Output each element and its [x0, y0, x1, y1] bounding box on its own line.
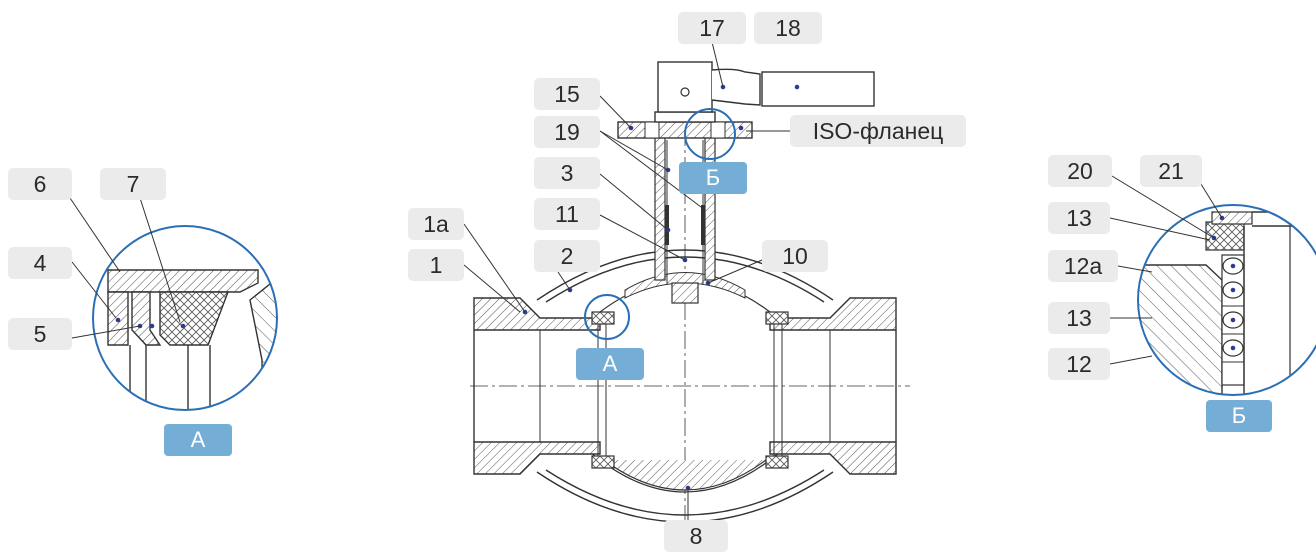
part-label-17: 17 [678, 12, 746, 44]
part-label-13-top: 13 [1048, 202, 1110, 234]
part-label-18: 18 [754, 12, 822, 44]
detail-a-view [69, 197, 278, 411]
part-label-1: 1 [408, 249, 464, 281]
part-label-5: 5 [8, 318, 72, 350]
valve-body-view [463, 41, 910, 523]
part-label-21: 21 [1140, 155, 1202, 187]
part-label-8: 8 [664, 520, 728, 552]
detail-b-view [1109, 175, 1316, 396]
detail-b-caption: Б [1206, 400, 1272, 432]
part-label-7: 7 [100, 168, 166, 200]
part-label-3: 3 [534, 157, 600, 189]
part-label-20: 20 [1048, 155, 1112, 187]
part-label-10: 10 [762, 240, 828, 272]
part-label-15: 15 [534, 78, 600, 110]
part-label-11: 11 [534, 198, 600, 230]
part-label-13-bottom: 13 [1048, 302, 1110, 334]
detail-a-caption: А [164, 424, 232, 456]
view-a-marker: А [576, 348, 644, 380]
part-label-6: 6 [8, 168, 72, 200]
part-label-12: 12 [1048, 348, 1110, 380]
part-label-4: 4 [8, 247, 72, 279]
part-label-12a: 12a [1048, 250, 1118, 282]
view-b-marker: Б [679, 162, 747, 194]
part-label-2: 2 [534, 240, 600, 272]
part-label-1a: 1a [408, 208, 464, 240]
part-label-19: 19 [534, 116, 600, 148]
iso-flange-label: ISO-фланец [790, 115, 966, 147]
